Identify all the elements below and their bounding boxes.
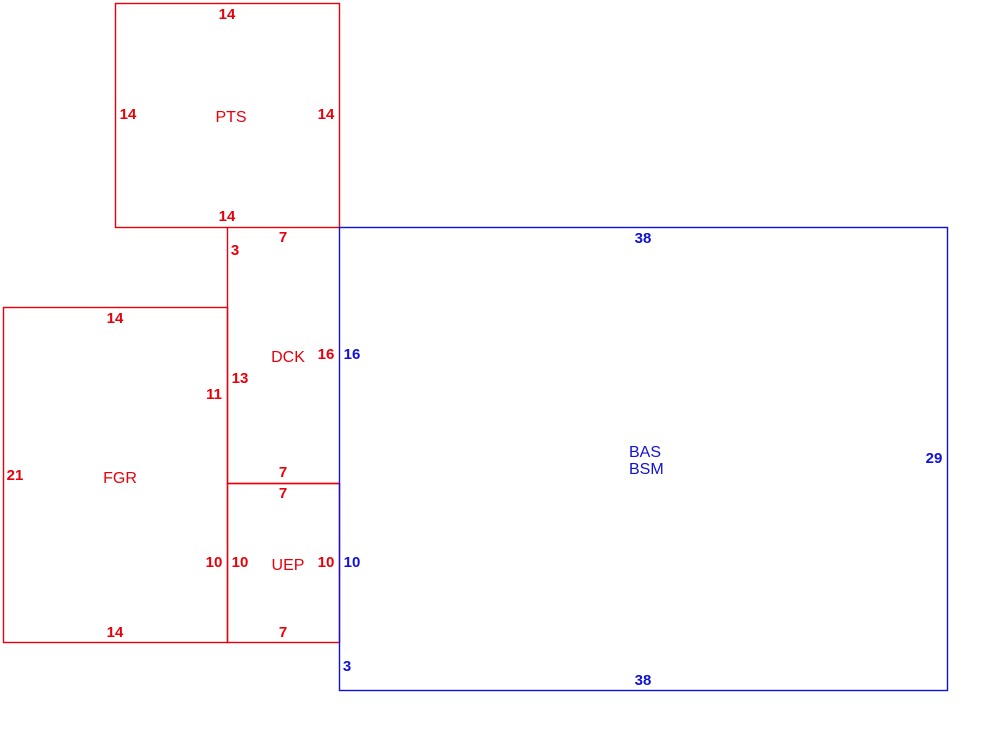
bas-left-upper-dimension: 16: [344, 346, 361, 363]
uep-top-dimension: 7: [279, 485, 287, 502]
uep-left-dimension: 10: [232, 554, 249, 571]
bas-top-dimension: 38: [635, 230, 652, 247]
pts-right-dimension: 14: [318, 106, 335, 123]
pts-left-dimension: 14: [120, 106, 137, 123]
pts-top-dimension: 14: [219, 6, 236, 23]
bas-outline: [338, 226, 949, 692]
area-dck: 7 3 13 16 7 DCK: [226, 227, 340, 485]
area-bas: 38 16 10 3 29 38 BAS BSM: [338, 226, 949, 692]
bas-left-bottom-dimension: 3: [343, 658, 351, 675]
fgr-right-upper-dimension: 11: [206, 386, 222, 403]
fgr-left-dimension: 21: [7, 467, 24, 484]
dck-top-dimension: 7: [279, 229, 287, 246]
dck-area-label: DCK: [271, 349, 305, 366]
fgr-top-dimension: 14: [107, 310, 124, 327]
dck-left-upper-dimension: 3: [231, 242, 239, 259]
bas-area-label: BAS: [629, 444, 661, 461]
area-pts: 14 14 14 14 PTS: [114, 2, 341, 229]
uep-area-label: UEP: [272, 557, 305, 574]
fgr-area-label: FGR: [103, 470, 137, 487]
dck-bottom-dimension: 7: [279, 464, 287, 481]
dck-left-lower-dimension: 13: [232, 370, 249, 387]
pts-area-label: PTS: [215, 109, 246, 126]
area-fgr: 14 21 11 10 14 FGR: [2, 306, 229, 644]
fgr-outline: [2, 306, 229, 644]
area-uep: 7 10 10 7 UEP: [226, 482, 341, 644]
bsm-area-label: BSM: [629, 461, 664, 478]
uep-right-dimension: 10: [318, 554, 335, 571]
uep-bottom-dimension: 7: [279, 624, 287, 641]
bas-right-dimension: 29: [926, 450, 943, 467]
fgr-bottom-dimension: 14: [107, 624, 124, 641]
bas-left-lower-dimension: 10: [344, 554, 361, 571]
bas-bottom-dimension: 38: [635, 672, 652, 689]
fgr-right-lower-dimension: 10: [206, 554, 223, 571]
dck-right-dimension: 16: [318, 346, 335, 363]
pts-bottom-dimension: 14: [219, 208, 236, 225]
